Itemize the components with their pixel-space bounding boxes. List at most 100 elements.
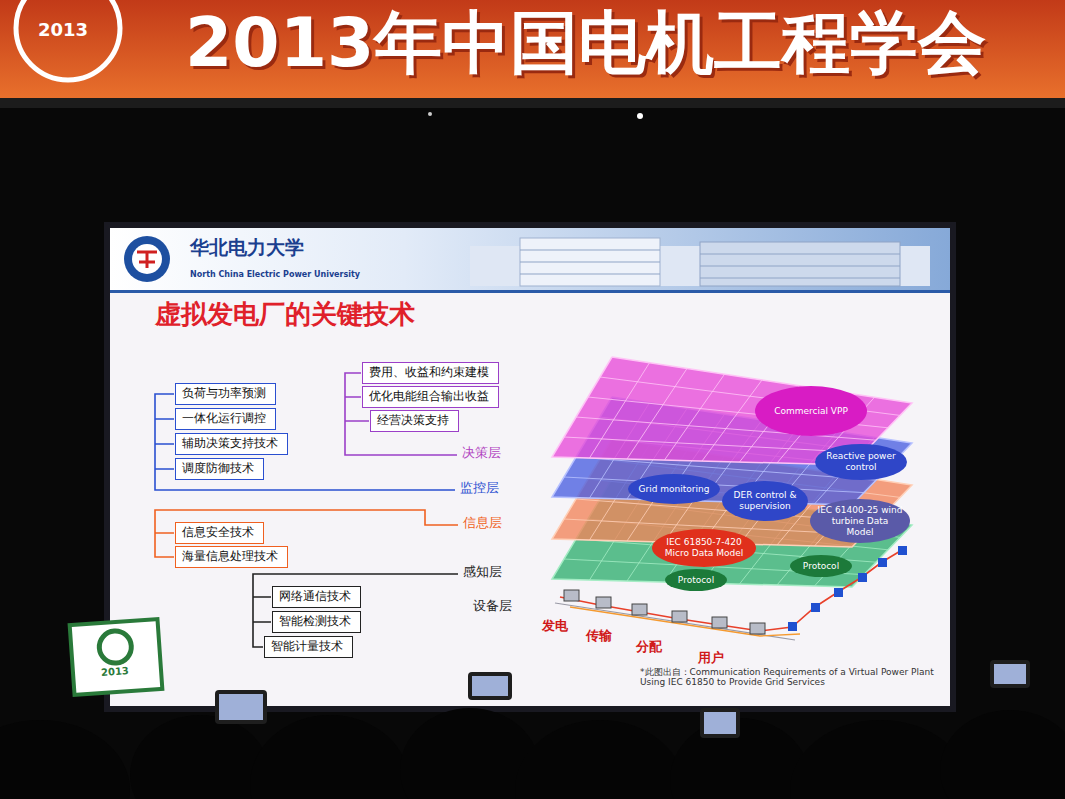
- device-icon: [672, 611, 687, 622]
- phone-screen: [472, 676, 508, 696]
- device-icon: [632, 604, 647, 615]
- slide-header: [110, 228, 950, 291]
- conference-sign: [70, 619, 163, 695]
- stage-name: 发电: [542, 619, 568, 634]
- box-text: 辅助决策支持技术: [182, 436, 278, 451]
- device-icon: [750, 623, 765, 634]
- box-text: 智能检测技术: [279, 614, 351, 629]
- audience-head: [940, 710, 1065, 799]
- function-ellipse: Grid monitoring: [628, 474, 720, 504]
- technology-box: 经营决策支持: [370, 410, 459, 432]
- function-ellipse: Commercial VPP: [755, 386, 867, 436]
- layer-name: 信息层: [463, 516, 502, 531]
- function-ellipse: Protocol: [665, 569, 727, 591]
- university-name-en: North China Electric Power University: [190, 270, 360, 279]
- slide-title: 虚拟发电厂的关键技术: [155, 299, 415, 330]
- meter-icon: [878, 558, 887, 567]
- box-text: 信息安全技术: [182, 525, 254, 540]
- device-icon: [564, 590, 579, 601]
- sign-year: 2013: [101, 665, 130, 678]
- stage-light: [428, 112, 432, 116]
- function-ellipse: Reactive power control: [815, 444, 907, 480]
- function-ellipse: IEC 61400-25 wind turbine Data Model: [810, 499, 910, 543]
- source-note: *此图出自：Communication Requirements of a Vi…: [640, 667, 940, 688]
- layer-name: 设备层: [473, 599, 512, 614]
- audience-head: [515, 720, 685, 799]
- header-rule: [110, 290, 950, 293]
- university-logo: [132, 244, 162, 274]
- technology-box: 调度防御技术: [175, 458, 264, 480]
- slide: [110, 228, 950, 706]
- ellipse-text: Commercial VPP: [762, 406, 860, 417]
- conference-sign-logo: [98, 630, 132, 664]
- box-text: 负荷与功率预测: [182, 386, 266, 401]
- ellipse-text: DER control & supervision: [729, 490, 801, 512]
- building-windows: [520, 250, 900, 278]
- device-icon: [712, 617, 727, 628]
- banner-logo: [16, 0, 120, 80]
- technology-box: 网络通信技术: [272, 586, 361, 608]
- layer-grid: [590, 363, 650, 458]
- university-name: 华北电力大学: [190, 237, 304, 259]
- audience-head: [0, 720, 130, 799]
- technology-box: 信息安全技术: [175, 522, 264, 544]
- meter-icon: [858, 573, 867, 582]
- screen-glow: [104, 222, 956, 712]
- phone-screen: [704, 712, 736, 734]
- phone-screen: [994, 664, 1026, 684]
- building: [700, 242, 900, 286]
- phone: [468, 672, 512, 700]
- box-text: 调度防御技术: [182, 461, 254, 476]
- box-text: 费用、收益和约束建模: [369, 365, 489, 380]
- university-logo: [124, 236, 170, 282]
- stage-name: 用户: [698, 651, 724, 666]
- technology-box: 负荷与功率预测: [175, 383, 276, 405]
- layer-grid: [702, 380, 762, 461]
- function-ellipse: DER control & supervision: [722, 481, 808, 521]
- university-logo: [137, 252, 157, 268]
- function-ellipse: Protocol: [790, 555, 852, 577]
- device-icon: [596, 597, 611, 608]
- meter-icon: [788, 622, 797, 631]
- technology-box: 智能计量技术: [264, 636, 353, 658]
- ellipse-text: Protocol: [672, 575, 720, 586]
- box-text: 优化电能组合输出收益: [369, 389, 489, 404]
- technology-box: 一体化运行调控: [175, 408, 276, 430]
- meter-icon: [898, 546, 907, 555]
- layer-name: 监控层: [460, 481, 499, 496]
- phone: [990, 660, 1030, 688]
- bracket-line: [155, 394, 455, 490]
- technology-box: 费用、收益和约束建模: [362, 362, 499, 384]
- layer-grid: [665, 374, 725, 460]
- stage-name: 分配: [636, 640, 662, 655]
- box-text: 一体化运行调控: [182, 411, 266, 426]
- layer-name: 感知层: [463, 565, 502, 580]
- stage-name: 传输: [586, 629, 612, 644]
- technology-box: 智能检测技术: [272, 611, 361, 633]
- banner-edge: [0, 98, 1065, 108]
- banner-title: 2013年中国电机工程学会: [185, 4, 986, 82]
- phone-screen: [219, 694, 263, 720]
- layer-name: 决策层: [462, 446, 501, 461]
- ellipse-text: IEC 61850-7-420 Micro Data Model: [659, 537, 749, 559]
- meter-icon: [811, 603, 820, 612]
- ellipse-text: Grid monitoring: [635, 484, 713, 495]
- audience-head: [250, 715, 410, 799]
- technology-box: 优化电能组合输出收益: [362, 386, 499, 408]
- banner: [0, 0, 1065, 98]
- phone: [215, 690, 267, 724]
- ellipse-text: Reactive power control: [822, 451, 900, 473]
- stage-light: [637, 113, 643, 119]
- box-text: 智能计量技术: [271, 639, 343, 654]
- logo-year: 2013: [38, 20, 88, 41]
- ellipse-text: IEC 61400-25 wind turbine Data Model: [817, 505, 903, 538]
- meter-icon: [834, 588, 843, 597]
- technology-box: 海量信息处理技术: [175, 546, 288, 568]
- technology-box: 辅助决策支持技术: [175, 433, 288, 455]
- box-text: 网络通信技术: [279, 589, 351, 604]
- function-ellipse: IEC 61850-7-420 Micro Data Model: [652, 529, 756, 567]
- audience-head: [130, 715, 270, 799]
